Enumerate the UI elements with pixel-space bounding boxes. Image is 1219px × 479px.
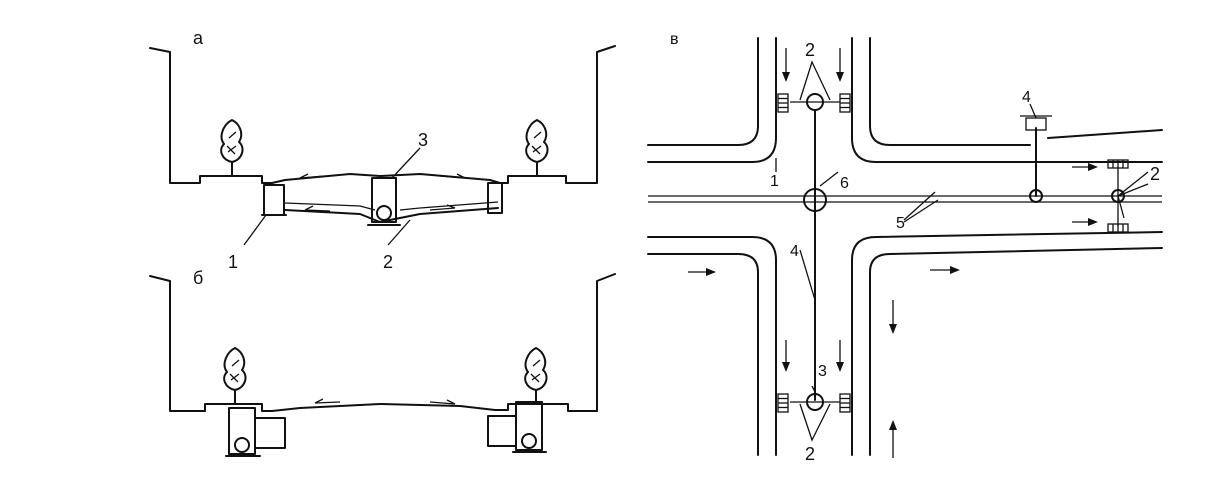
arrow-icon [930,266,960,274]
panel-v-collectors [790,101,1119,403]
panel-v-callout-4-bottom: 4 [790,243,799,260]
inlet-grate-icon [777,93,789,113]
panel-a-profile [149,45,616,184]
arrow-icon [782,340,790,372]
manhole-icon [806,393,824,411]
panel-b-label: б [193,268,203,288]
inlet-grate-icon [839,393,851,413]
panel-v-callout-2-bottom: 2 [805,444,815,464]
manhole-icon [1111,189,1125,203]
panel-b-left-manhole [228,407,256,455]
panel-a-label: а [193,28,204,48]
panel-a-manhole [371,177,397,223]
arrow-icon [1072,163,1098,171]
panel-b-flow-arrows [314,398,456,405]
panel-v-callout-2-top: 2 [805,40,815,60]
arrow-icon [836,48,844,82]
manhole-icon [806,93,824,111]
arrow-icon [1072,218,1098,226]
panel-v-callout-2-right: 2 [1150,164,1160,184]
panel-b-tree-left-icon [223,347,247,405]
arrow-icon [889,300,897,334]
inlet-grate-icon [777,393,789,413]
panel-a-tree-right-icon [525,119,549,177]
panel-a: а 1 2 3 [149,28,616,272]
panel-b-profile [149,273,616,412]
panel-v-leaders [775,60,1149,442]
inlet-grate-icon [1107,223,1129,233]
panel-a-callout-3: 3 [418,130,428,150]
panel-v-flow-arrows [688,48,1098,458]
panel-b-tree-right-icon [524,347,548,405]
panel-a-callout-2: 2 [383,252,393,272]
panel-v-callout-3: 3 [818,363,827,380]
panel-b: б [149,268,616,457]
panel-v-callout-5: 5 [896,215,905,232]
panel-v: в [647,31,1163,464]
panel-v-streets [647,37,1163,456]
panel-v-callout-4-top: 4 [1022,89,1031,106]
arrow-icon [836,340,844,372]
panel-a-curb-inlet [263,184,285,216]
panel-a-tree-left-icon [220,119,244,177]
arrow-icon [889,420,897,458]
panel-v-wells [803,93,1125,411]
inlet-grate-icon [839,93,851,113]
manhole-icon [1029,189,1043,203]
panel-a-callout-1: 1 [228,252,238,272]
panel-b-right-manhole [515,401,543,451]
panel-v-callout-6: 6 [840,175,849,192]
arrow-icon [782,48,790,82]
panel-a-flow-arrows [299,173,466,212]
manhole-icon [803,188,827,212]
panel-v-callout-1: 1 [770,173,779,190]
panel-v-label: в [670,31,679,48]
arrow-icon [688,268,716,276]
